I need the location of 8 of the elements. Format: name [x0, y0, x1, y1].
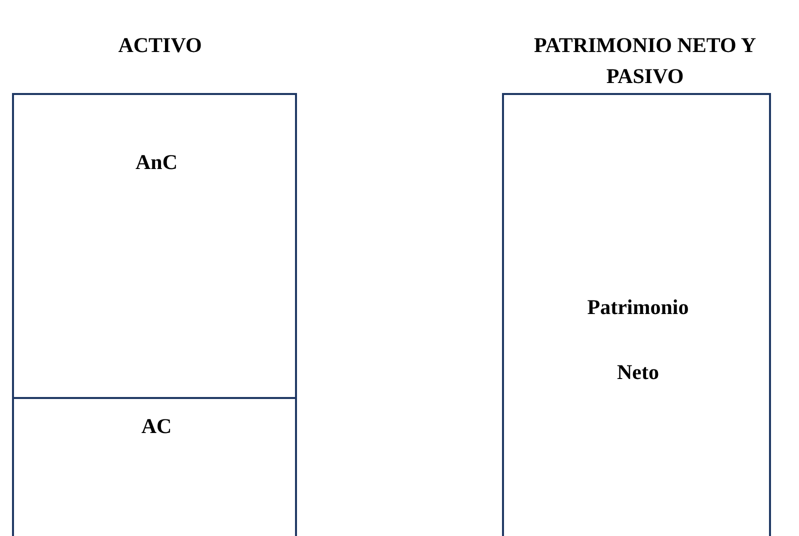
account-label: Patrimonio Neto — [586, 294, 690, 386]
column-heading: PATRIMONIO NETO Y PASIVO — [532, 32, 758, 90]
account-label: AC — [140, 413, 173, 440]
account-box — [12, 397, 297, 536]
account-box — [502, 93, 771, 536]
account-label: AnC — [134, 149, 178, 176]
column-heading: ACTIVO — [117, 32, 203, 59]
account-box — [12, 93, 297, 399]
